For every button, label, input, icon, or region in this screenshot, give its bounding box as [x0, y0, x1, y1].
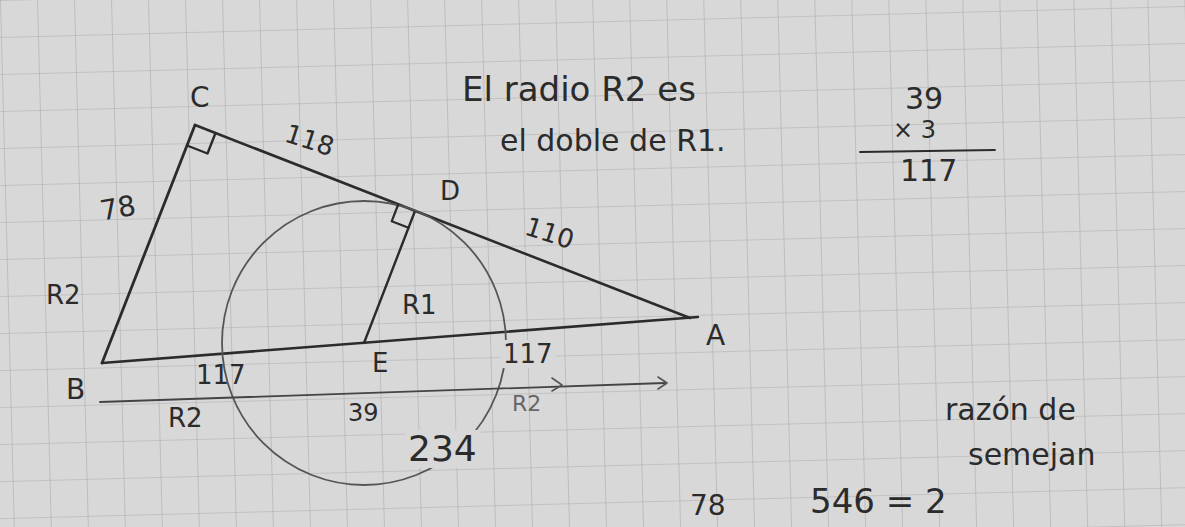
handwritten-label: R2 [512, 393, 541, 415]
handwritten-label: A [706, 322, 725, 350]
dimension-line [100, 383, 665, 402]
handwritten-label: R2 [168, 405, 203, 431]
right-angle-mark [187, 133, 216, 154]
handwritten-label: R1 [402, 292, 437, 318]
handwritten-label: 117 [500, 340, 556, 368]
handwritten-label: × 3 [893, 118, 936, 142]
handwritten-label: 110 [522, 213, 577, 253]
handwritten-label: 234 [405, 430, 480, 468]
handwritten-label: el doble de R1. [500, 126, 726, 156]
handwritten-label: 78 [98, 192, 138, 226]
handwritten-label: E [372, 350, 388, 376]
handwritten-label: 117 [196, 362, 246, 388]
handwritten-label: 546 = 2 [810, 484, 947, 518]
handwritten-label: 78 [690, 492, 726, 520]
handwritten-label: D [440, 178, 460, 204]
handwritten-label: R2 [46, 282, 81, 308]
arrow-tick [552, 378, 562, 391]
handwritten-label: semejan [968, 440, 1096, 470]
sum-line [860, 150, 995, 152]
handwritten-label: B [66, 376, 85, 404]
right-angle-mark [392, 205, 409, 228]
radius-de [364, 211, 415, 343]
circle [222, 201, 506, 485]
handwritten-label: 118 [282, 120, 337, 160]
side-ba [102, 317, 698, 363]
handwritten-label: El radio R2 es [462, 72, 696, 106]
handwritten-label: 117 [900, 156, 957, 186]
side-cb [102, 125, 195, 363]
handwritten-label: C [190, 84, 210, 112]
arrow-tick [658, 377, 667, 389]
handwritten-label: 39 [348, 401, 379, 425]
handwritten-label: 39 [905, 84, 943, 114]
handwritten-label: razón de [945, 395, 1076, 425]
